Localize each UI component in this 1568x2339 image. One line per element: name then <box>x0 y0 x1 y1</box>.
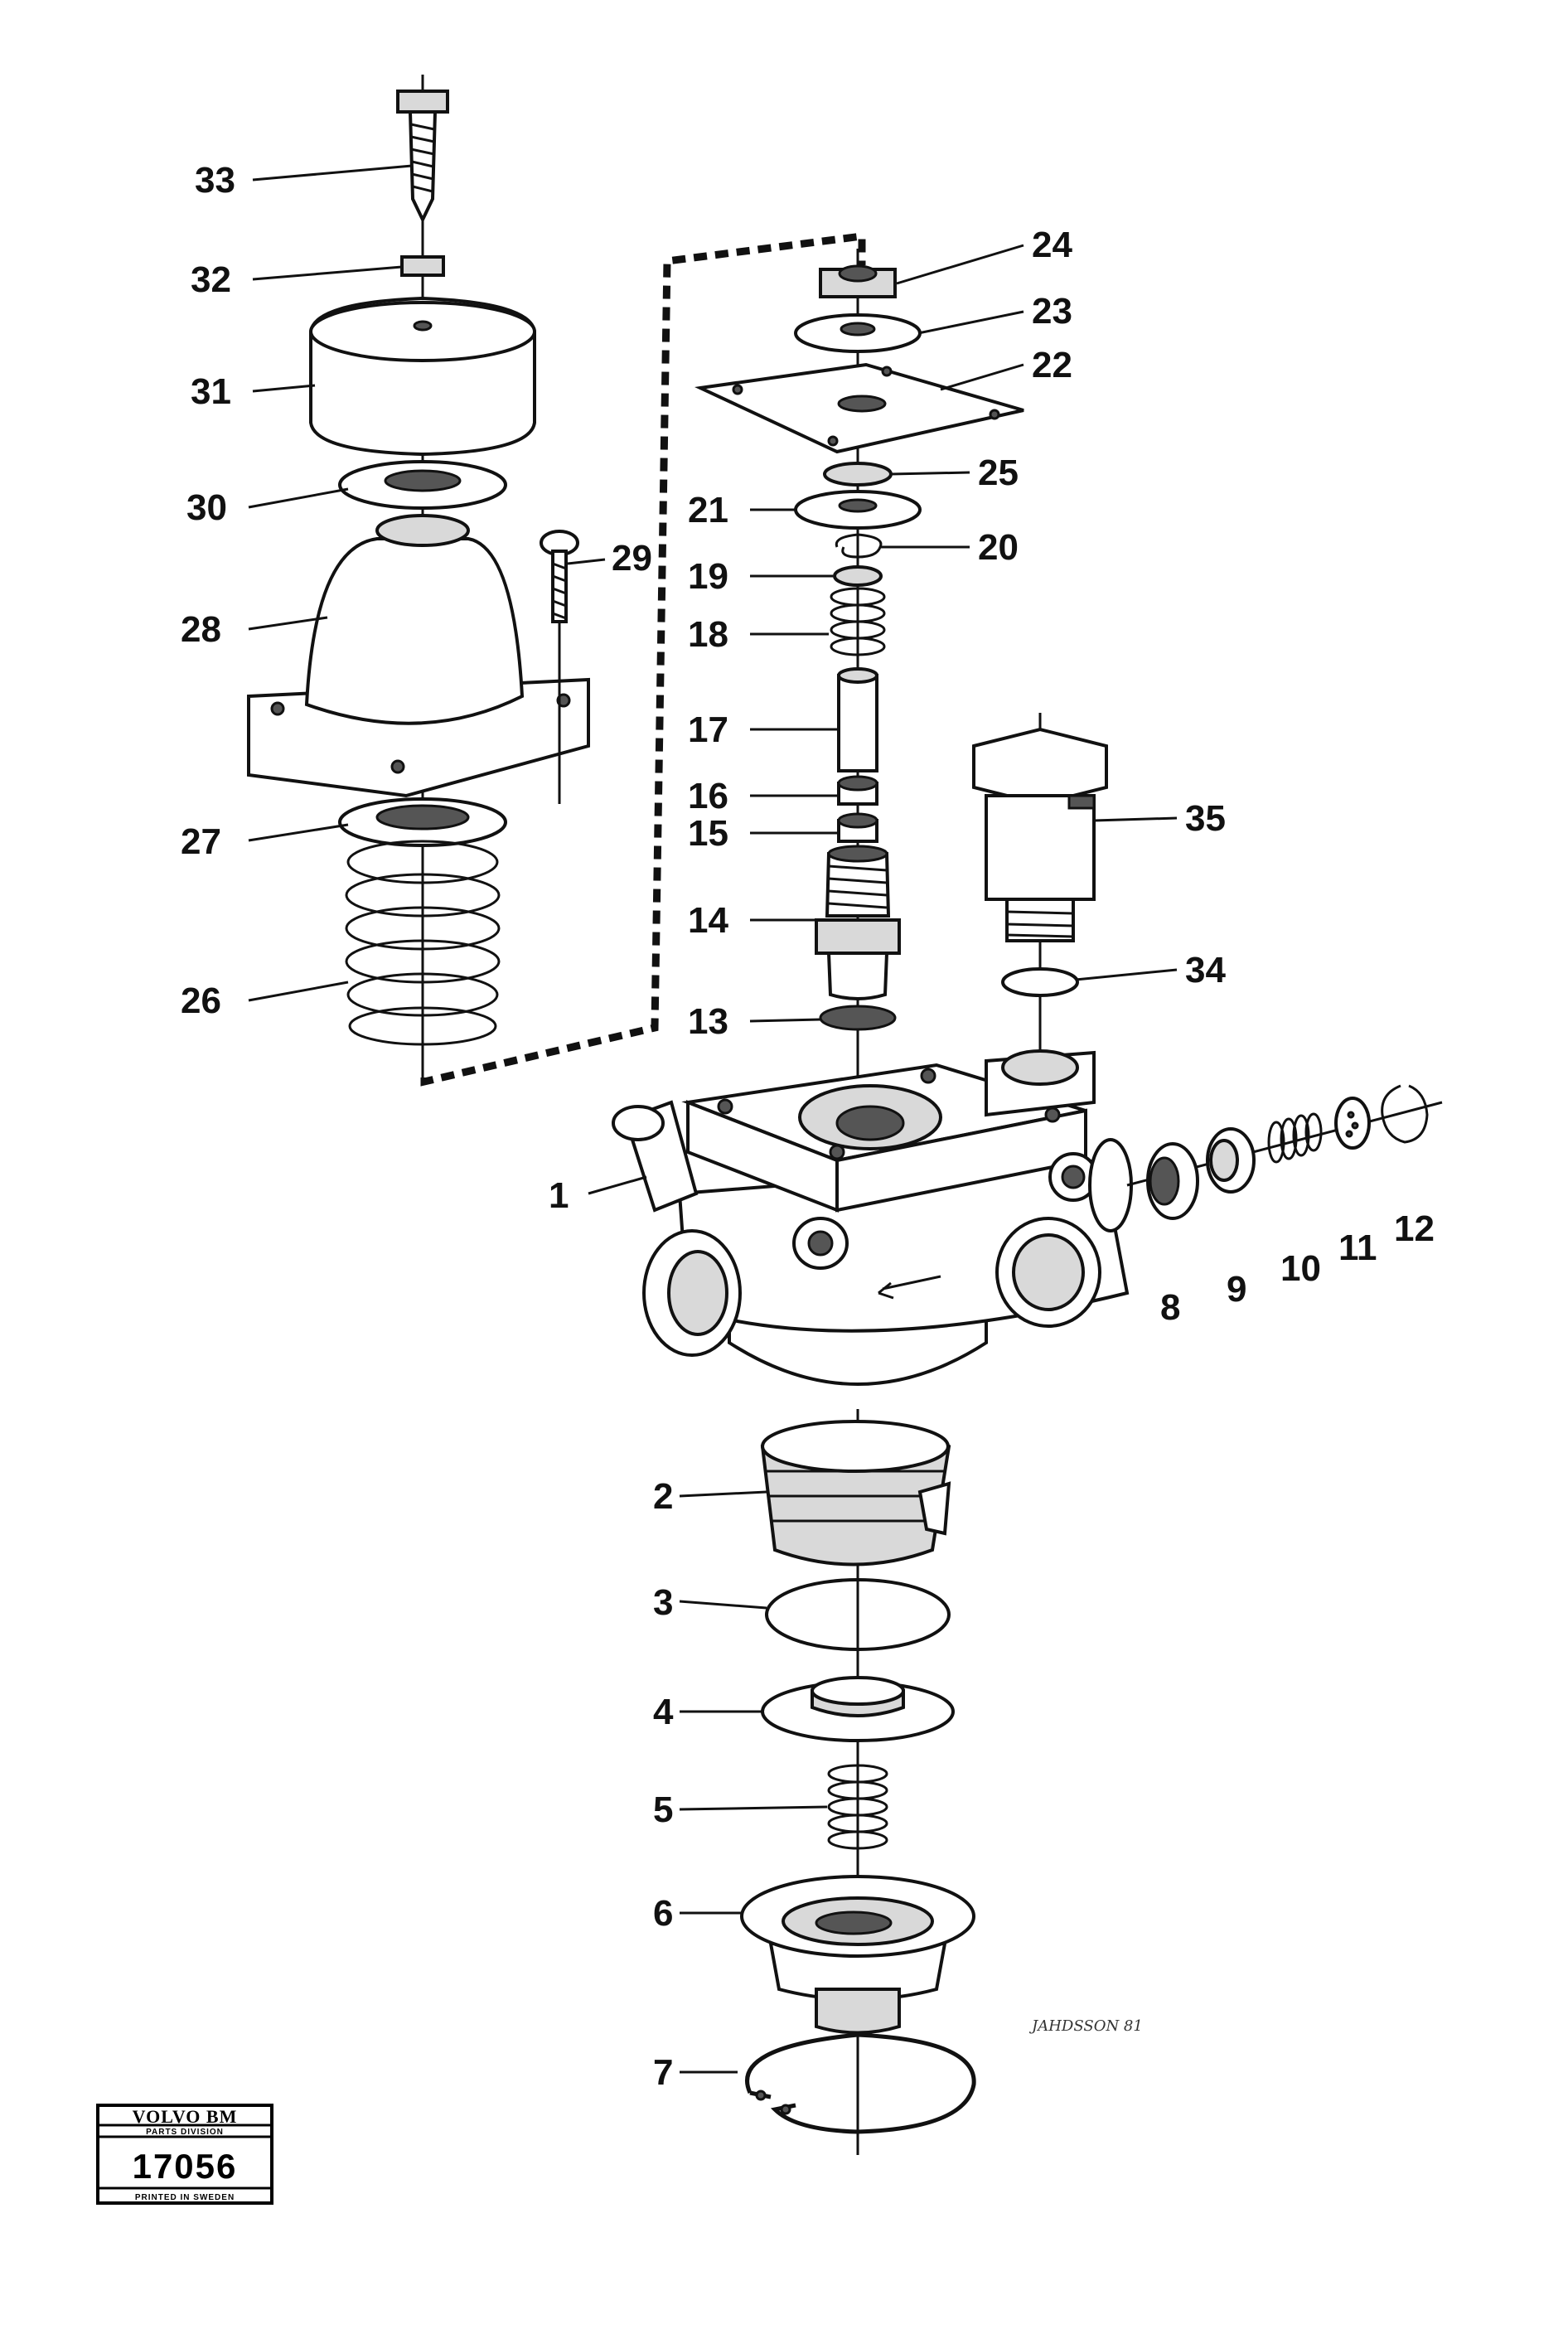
part-3-o-ring <box>765 1578 951 1651</box>
callout-32: 32 <box>191 259 231 300</box>
part-17-piston <box>837 667 878 772</box>
part-29-screw <box>540 530 579 804</box>
part-26-spring <box>345 840 501 1046</box>
callout-16: 16 <box>688 776 728 816</box>
part-4-valve-disc <box>761 1676 955 1742</box>
artist-signature: JAHDSSON 81 <box>1028 2017 1143 2035</box>
stamp-division: PARTS DIVISION <box>146 2128 224 2137</box>
left-assembly <box>247 75 590 1077</box>
callout-8: 8 <box>1160 1287 1180 1328</box>
part-5-spring <box>827 1764 888 1850</box>
part-21-washer <box>794 490 922 530</box>
callout-29: 29 <box>612 538 652 579</box>
callout-13: 13 <box>688 1001 728 1042</box>
part-16-sleeve <box>837 775 878 806</box>
stamp-number: 17056 <box>133 2147 238 2186</box>
callout-18: 18 <box>688 614 728 655</box>
callout-21: 21 <box>688 490 728 530</box>
part-12-circlip <box>1381 1084 1429 1144</box>
part-13-o-ring <box>819 1005 897 1031</box>
part-8-sleeve <box>1146 1142 1199 1220</box>
part-15-sleeve <box>837 812 878 843</box>
stamp-brand: VOLVO BM <box>133 2106 238 2127</box>
lower-stack <box>740 1409 976 2155</box>
part-30-washer <box>338 460 507 510</box>
circlip-hole-icon <box>755 2090 767 2101</box>
right-side-parts <box>1126 1084 1443 1220</box>
callout-25: 25 <box>978 453 1019 493</box>
callout-20: 20 <box>978 527 1019 568</box>
stamp-printed: PRINTED IN SWEDEN <box>135 2193 235 2202</box>
callout-1: 1 <box>549 1175 569 1216</box>
circlip-hole-icon <box>780 2104 791 2115</box>
callout-23: 23 <box>1032 291 1072 332</box>
part-6-cover <box>740 1875 975 2035</box>
callout-19: 19 <box>688 556 728 597</box>
part-27-spring-seat <box>338 797 507 847</box>
callout-3: 3 <box>653 1582 673 1623</box>
part-18-spring <box>830 587 886 656</box>
callout-labels: 33 32 31 30 28 29 27 26 24 23 22 25 20 2… <box>181 160 1435 2093</box>
callout-11: 11 <box>1338 1228 1377 1268</box>
callout-33: 33 <box>195 160 235 201</box>
part-10-spring <box>1267 1112 1323 1164</box>
callout-15: 15 <box>688 813 728 854</box>
part-7-circlip <box>745 2032 976 2134</box>
part-25-washer <box>823 462 893 487</box>
callout-4: 4 <box>653 1692 674 1732</box>
assembly-path-dashed <box>420 231 866 1087</box>
callout-12: 12 <box>1394 1208 1435 1249</box>
part-34-seal-ring <box>1001 967 1079 997</box>
callout-35: 35 <box>1185 798 1226 839</box>
part-35-filter-plug <box>972 727 1108 942</box>
callout-34: 34 <box>1185 950 1226 990</box>
part-2-strainer <box>760 1420 951 1567</box>
callout-5: 5 <box>653 1789 673 1830</box>
callout-2: 2 <box>653 1476 673 1517</box>
callout-22: 22 <box>1032 345 1072 385</box>
callout-31: 31 <box>191 371 231 412</box>
callout-28: 28 <box>181 609 221 650</box>
center-upper-stack <box>694 249 1024 1102</box>
leader-lines <box>248 164 1178 2074</box>
callout-24: 24 <box>1032 225 1072 265</box>
part-19-ring <box>833 565 883 587</box>
right-upper-assembly <box>972 713 1108 1061</box>
part-9-sleeve <box>1206 1127 1256 1194</box>
volvo-bm-stamp: VOLVO BM PARTS DIVISION 17056 PRINTED IN… <box>96 2104 273 2205</box>
part-23-washer <box>794 313 922 353</box>
callout-26: 26 <box>181 981 221 1021</box>
callout-30: 30 <box>186 487 227 528</box>
part-22-plate <box>694 362 1024 454</box>
callout-7: 7 <box>653 2052 673 2093</box>
part-31-cap <box>309 296 536 457</box>
part-33-bolt <box>396 90 449 224</box>
part-11-disc <box>1334 1097 1371 1150</box>
callout-10: 10 <box>1280 1248 1321 1289</box>
callout-14: 14 <box>688 900 728 941</box>
part-24-nut <box>819 264 897 298</box>
part-32-nut <box>400 255 445 277</box>
callout-9: 9 <box>1227 1269 1246 1310</box>
callout-6: 6 <box>653 1893 673 1934</box>
part-28-housing <box>247 514 590 798</box>
callout-17: 17 <box>688 709 728 750</box>
part-1-main-body <box>612 1049 1133 1386</box>
part-14-valve-body <box>815 845 901 1000</box>
callout-27: 27 <box>181 821 221 862</box>
